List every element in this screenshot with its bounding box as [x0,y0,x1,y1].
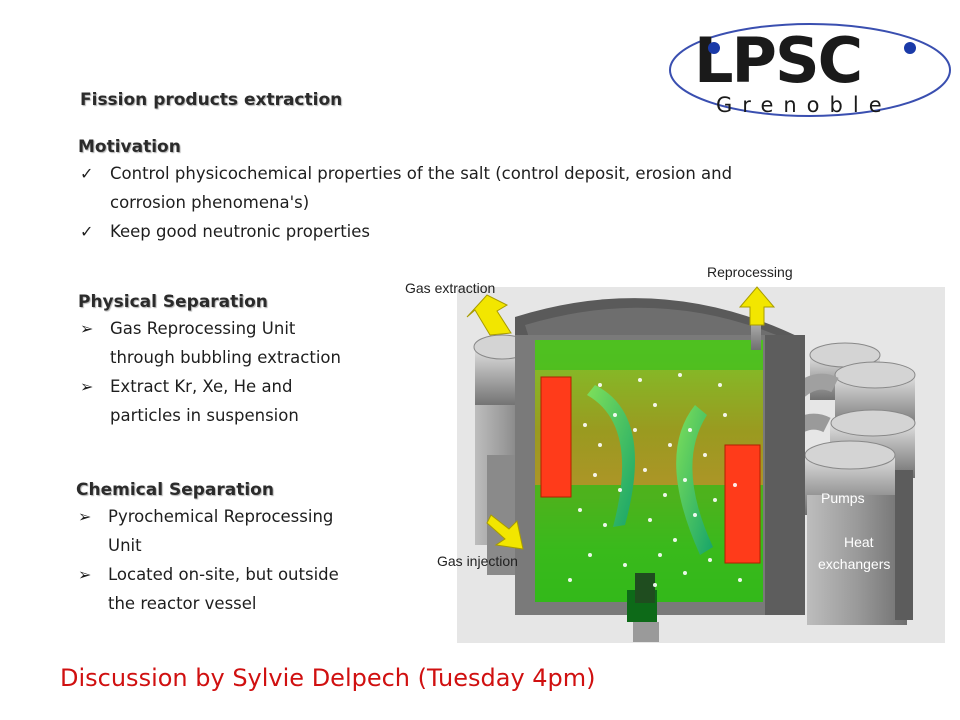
heater-right [724,444,761,564]
lpsc-logo-graphic: LPSC Grenoble [669,23,951,117]
discussion-note: Discussion by Sylvie Delpech (Tuesday 4p… [60,664,596,692]
arrow-bullet-icon: ➢ [80,377,94,396]
label-gas-extraction: Gas extraction [405,280,495,296]
list-item: ✓ Keep good neutronic properties [78,217,858,246]
heater-left [540,376,572,498]
reactor-diagram-graphic: Gas extraction Reprocessing Gas injectio… [405,264,945,643]
arrow-bullet-icon: ➢ [78,507,92,526]
label-exchangers: exchangers [818,556,890,572]
label-gas-injection: Gas injection [437,553,518,569]
gas-injection-arrow [486,514,524,550]
reprocessing-arrow [738,286,776,326]
lpsc-logo: LPSC Grenoble [668,10,953,122]
physical-heading: Physical Separation [78,292,268,312]
arrows [466,286,776,550]
list-item: ➢ Extract Kr, Xe, He and particles in su… [78,372,398,430]
reactor-vessel [515,298,805,642]
gas-extraction-arrow [466,294,512,336]
motivation-heading: Motivation [78,137,181,157]
gas-bubbles [568,373,742,587]
flow-blade-right [676,405,713,555]
chemical-list: ➢ Pyrochemical Reprocessing Unit ➢ Locat… [76,502,396,618]
arrow-bullet-icon: ➢ [78,565,92,584]
list-item: ➢ Located on-site, but outside the react… [76,560,396,618]
label-heat: Heat [844,534,874,550]
reactor-diagram: Gas extraction Reprocessing Gas injectio… [395,255,950,645]
svg-text:Grenoble: Grenoble [716,93,892,117]
list-item: ➢ Pyrochemical Reprocessing Unit [76,502,396,560]
slide-title: Fission products extraction [80,90,343,110]
motivation-section: Motivation ✓ Control physicochemical pro… [78,137,858,246]
motivation-list: ✓ Control physicochemical properties of … [78,159,858,246]
chemical-heading: Chemical Separation [76,480,274,500]
arrow-bullet-icon: ➢ [80,319,94,338]
checkmark-icon: ✓ [80,164,94,183]
heat-exchangers [807,470,913,625]
right-pumps [781,342,916,515]
physical-list: ➢ Gas Reprocessing Unit through bubbling… [78,314,398,430]
flow-blade-left [587,385,635,527]
label-reprocessing: Reprocessing [707,264,793,280]
label-pumps: Pumps [821,490,865,506]
chemical-separation-section: Chemical Separation ➢ Pyrochemical Repro… [76,480,396,618]
list-item: ✓ Control physicochemical properties of … [78,159,858,217]
checkmark-icon: ✓ [80,222,94,241]
list-item: ➢ Gas Reprocessing Unit through bubbling… [78,314,398,372]
physical-separation-section: Physical Separation ➢ Gas Reprocessing U… [78,292,398,430]
svg-text:LPSC: LPSC [694,24,861,97]
